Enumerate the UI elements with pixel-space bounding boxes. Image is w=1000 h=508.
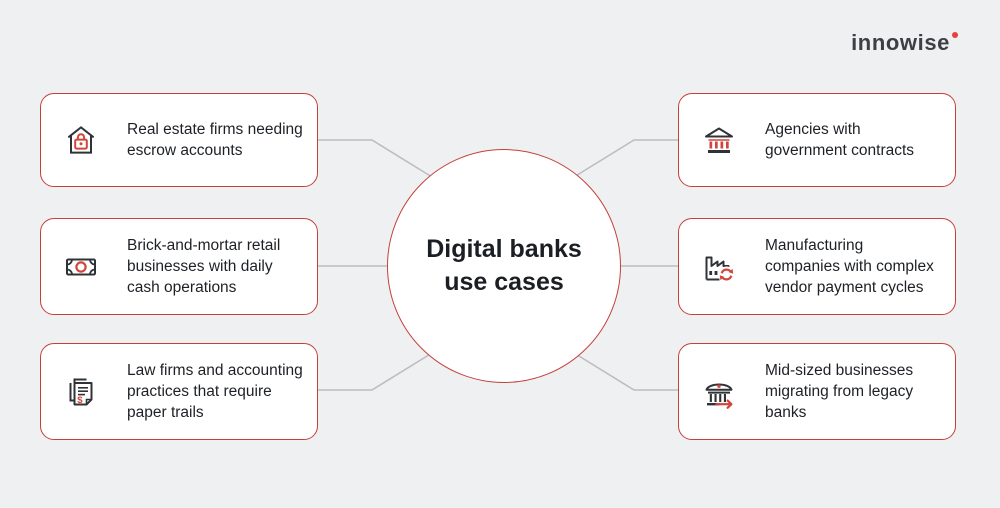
diagram-title: Digital banks use cases bbox=[426, 233, 582, 299]
svg-text:$: $ bbox=[77, 394, 83, 405]
card-text: Law firms and accounting practices that … bbox=[127, 361, 303, 422]
invoice-papers-icon: $ bbox=[61, 372, 101, 412]
card-real-estate: Real estate firms needing escrow account… bbox=[40, 93, 318, 187]
banknote-icon bbox=[61, 247, 101, 287]
innowise-logo-dot-icon bbox=[952, 32, 958, 38]
connector-bottom-left bbox=[318, 352, 433, 391]
house-lock-icon bbox=[61, 120, 101, 160]
bank-migration-icon bbox=[699, 372, 739, 412]
factory-sync-icon bbox=[699, 247, 739, 287]
card-text: Mid-sized businesses migrating from lega… bbox=[765, 361, 914, 422]
diagram-title-line1: Digital banks bbox=[426, 235, 582, 263]
connector-top-right bbox=[573, 139, 678, 178]
diagram-title-line2: use cases bbox=[444, 268, 564, 296]
government-building-icon bbox=[699, 120, 739, 160]
card-legacy-banks: Mid-sized businesses migrating from lega… bbox=[678, 343, 956, 440]
innowise-logo-text: innowise bbox=[851, 30, 950, 55]
card-text: Brick-and-mortar retail businesses with … bbox=[127, 236, 281, 297]
card-retail-cash: Brick-and-mortar retail businesses with … bbox=[40, 218, 318, 315]
innowise-logo: innowise bbox=[851, 30, 958, 56]
card-manufacturing: Manufacturing companies with complex ven… bbox=[678, 218, 956, 315]
connector-top-left bbox=[318, 139, 433, 178]
card-text: Manufacturing companies with complex ven… bbox=[765, 236, 934, 297]
connector-bottom-right bbox=[573, 352, 678, 391]
card-government-agencies: Agencies with government contracts bbox=[678, 93, 956, 187]
center-circle: Digital banks use cases bbox=[387, 149, 621, 383]
card-text: Agencies with government contracts bbox=[765, 120, 915, 159]
card-text: Real estate firms needing escrow account… bbox=[127, 120, 303, 159]
card-law-firms: $ Law firms and accounting practices tha… bbox=[40, 343, 318, 440]
